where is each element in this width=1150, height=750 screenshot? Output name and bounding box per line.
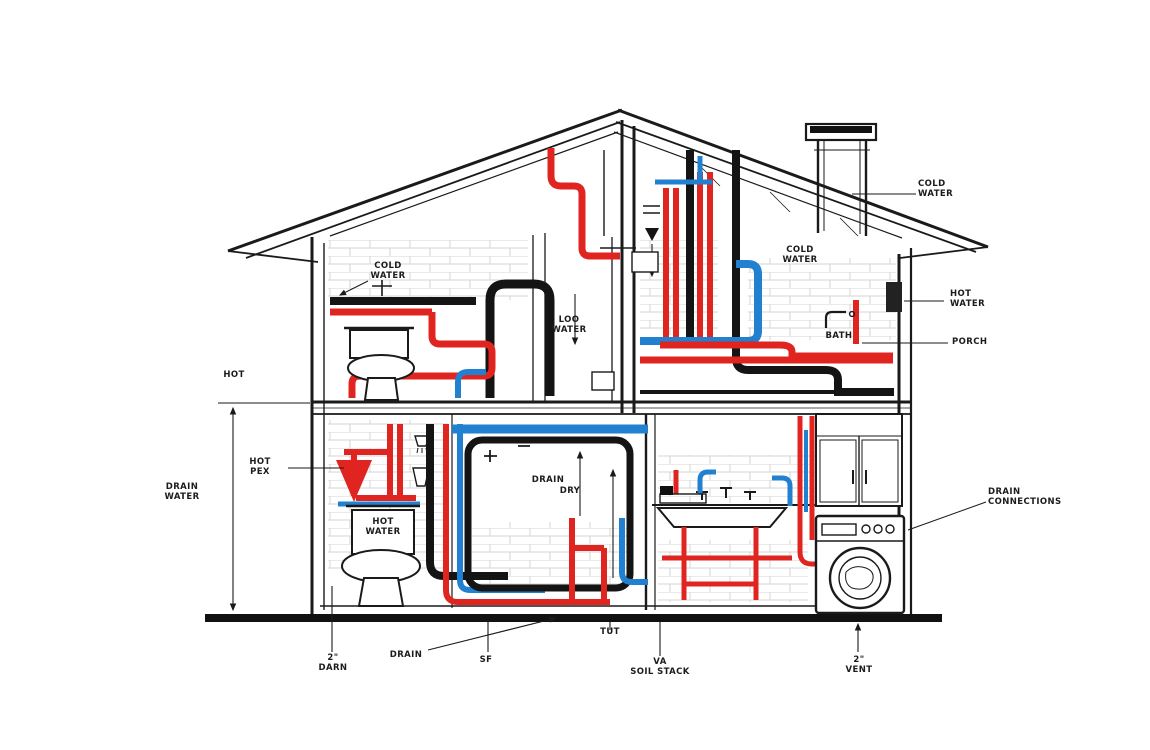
label-porch: PORCH xyxy=(952,337,988,347)
water-heater xyxy=(886,282,902,312)
label-bottom-2in-drain: 2"DARN xyxy=(318,653,348,673)
label-center-dry: DRY xyxy=(559,486,581,496)
washer-display xyxy=(821,523,857,536)
washing-machine xyxy=(814,514,906,615)
sink-frame-pipes xyxy=(662,527,792,600)
chimney xyxy=(804,122,878,236)
roof xyxy=(227,108,989,263)
label-center-drain: DRAIN xyxy=(531,475,565,485)
center-drain-loop xyxy=(452,424,648,600)
label-bottom-tut: TUT xyxy=(600,627,620,637)
washer-knob xyxy=(873,524,883,534)
wall-cabinets xyxy=(815,413,903,507)
washer-knob xyxy=(861,524,871,534)
label-bottom-vent: 2"VENT xyxy=(845,655,873,675)
label-bottom-sf: SF xyxy=(479,655,493,665)
label-dim-hot: HOT xyxy=(223,370,245,380)
floors xyxy=(205,400,942,622)
toilet-lower xyxy=(341,504,421,607)
laundry-sink xyxy=(655,507,789,528)
lower-bathroom-pipes xyxy=(336,424,610,605)
pipe-chase xyxy=(571,294,615,391)
label-bath: BATH xyxy=(825,331,853,341)
upper-right-bathroom-pipes xyxy=(600,150,902,394)
toilet-upper xyxy=(344,326,415,401)
label-bottom-drain: DRAIN xyxy=(389,650,423,660)
dimension-lines xyxy=(218,193,987,656)
washer-knob xyxy=(885,524,895,534)
laundry-room xyxy=(652,416,820,600)
ground-line xyxy=(205,614,942,622)
